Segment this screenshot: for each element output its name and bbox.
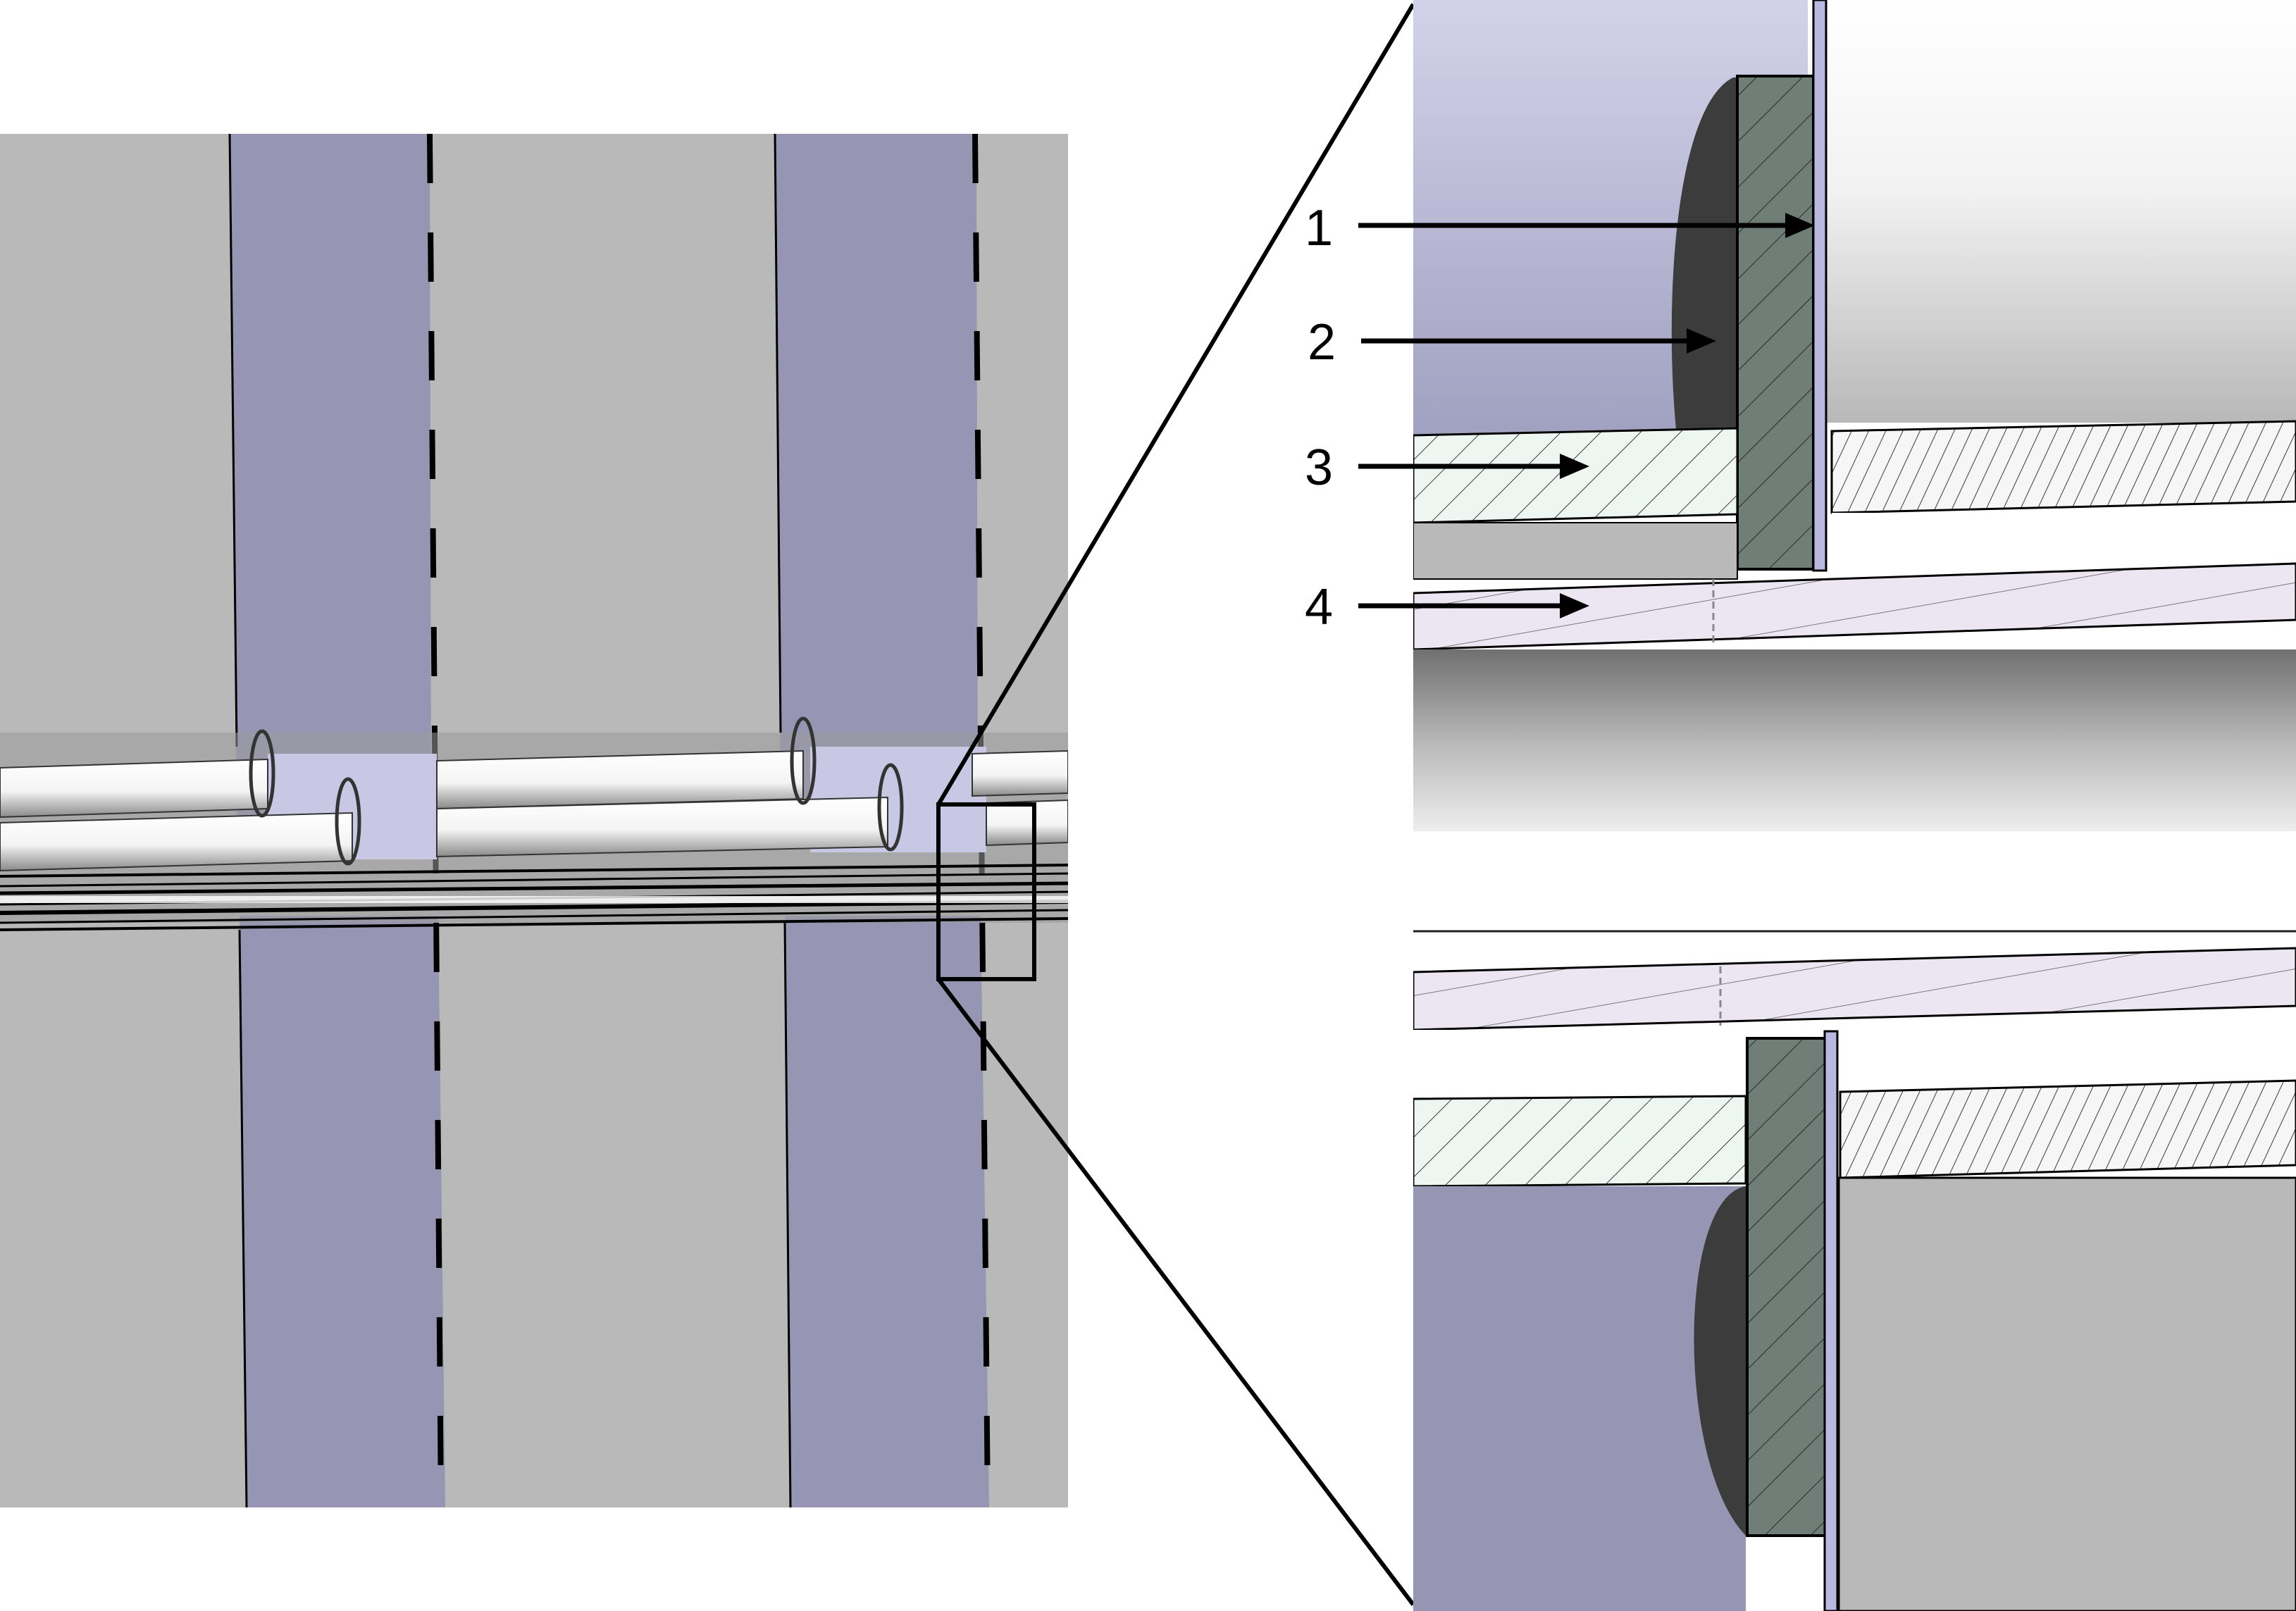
tube xyxy=(436,796,888,858)
thin-rod-bundle xyxy=(0,864,1068,931)
gasket-upper xyxy=(1736,75,1815,571)
band-edge xyxy=(774,134,782,733)
plate-hatched-left-upper xyxy=(1413,427,1739,524)
overview-view xyxy=(0,134,1068,1507)
tube xyxy=(972,749,1068,797)
callout-label-1: 1 xyxy=(1305,200,1333,256)
callout-label-3: 3 xyxy=(1305,440,1333,496)
rod-upper xyxy=(1413,562,2296,651)
flange xyxy=(877,763,904,852)
band-left-lower xyxy=(240,916,445,1507)
arrowhead xyxy=(1687,328,1716,354)
plate-hatched-left-lower xyxy=(1413,1095,1747,1188)
tube xyxy=(436,749,804,810)
gasket-shadow xyxy=(1694,1186,1754,1536)
flange xyxy=(249,729,275,818)
arrowhead xyxy=(1560,454,1589,479)
gap-strip-upper-right xyxy=(1832,513,2296,569)
callout-2: 2 xyxy=(1308,314,1716,371)
callout-1: 1 xyxy=(1305,200,1815,256)
tube xyxy=(986,799,1068,847)
membrane-strip-lower xyxy=(1823,1030,1839,1611)
band-right-upper xyxy=(775,134,978,817)
band-edge xyxy=(783,922,792,1507)
zoom-connector-bottom xyxy=(936,978,1415,1606)
callout-label-4: 4 xyxy=(1305,579,1333,635)
tube xyxy=(0,758,268,819)
flange xyxy=(335,777,361,866)
zoom-connector-top xyxy=(936,3,1415,806)
callout-label-2: 2 xyxy=(1308,314,1336,371)
plate-hatched-right-lower xyxy=(1839,1079,2296,1179)
gasket-lower xyxy=(1746,1037,1828,1537)
callout-3: 3 xyxy=(1305,440,1589,496)
band-right-lower xyxy=(785,916,989,1507)
central-shaft-light xyxy=(1413,831,2296,937)
band-edge xyxy=(238,929,248,1507)
rod-highlight xyxy=(0,896,1068,903)
gap-strip-upper xyxy=(1413,522,1738,580)
cylinder-upper xyxy=(1808,0,2296,423)
tube xyxy=(0,811,353,872)
housing-lower xyxy=(1413,1186,1746,1611)
membrane-strip-upper xyxy=(1812,0,1828,572)
arrowhead xyxy=(1785,213,1815,238)
cylinder-lower xyxy=(1837,1176,2296,1611)
dashed-centerline xyxy=(427,134,444,1507)
arrowhead xyxy=(1560,593,1589,618)
band-edge xyxy=(228,134,238,747)
flange xyxy=(790,716,817,805)
detail-view xyxy=(1413,0,2296,1611)
band-left-upper xyxy=(230,134,431,817)
zoom-detail-box xyxy=(936,802,1036,981)
dashed-centerline xyxy=(972,134,991,1507)
callout-4: 4 xyxy=(1305,579,1589,635)
gap-strip-lower xyxy=(1413,1030,2296,1081)
plate-hatched-right-upper xyxy=(1830,420,2296,514)
rod-lower xyxy=(1413,947,2296,1031)
